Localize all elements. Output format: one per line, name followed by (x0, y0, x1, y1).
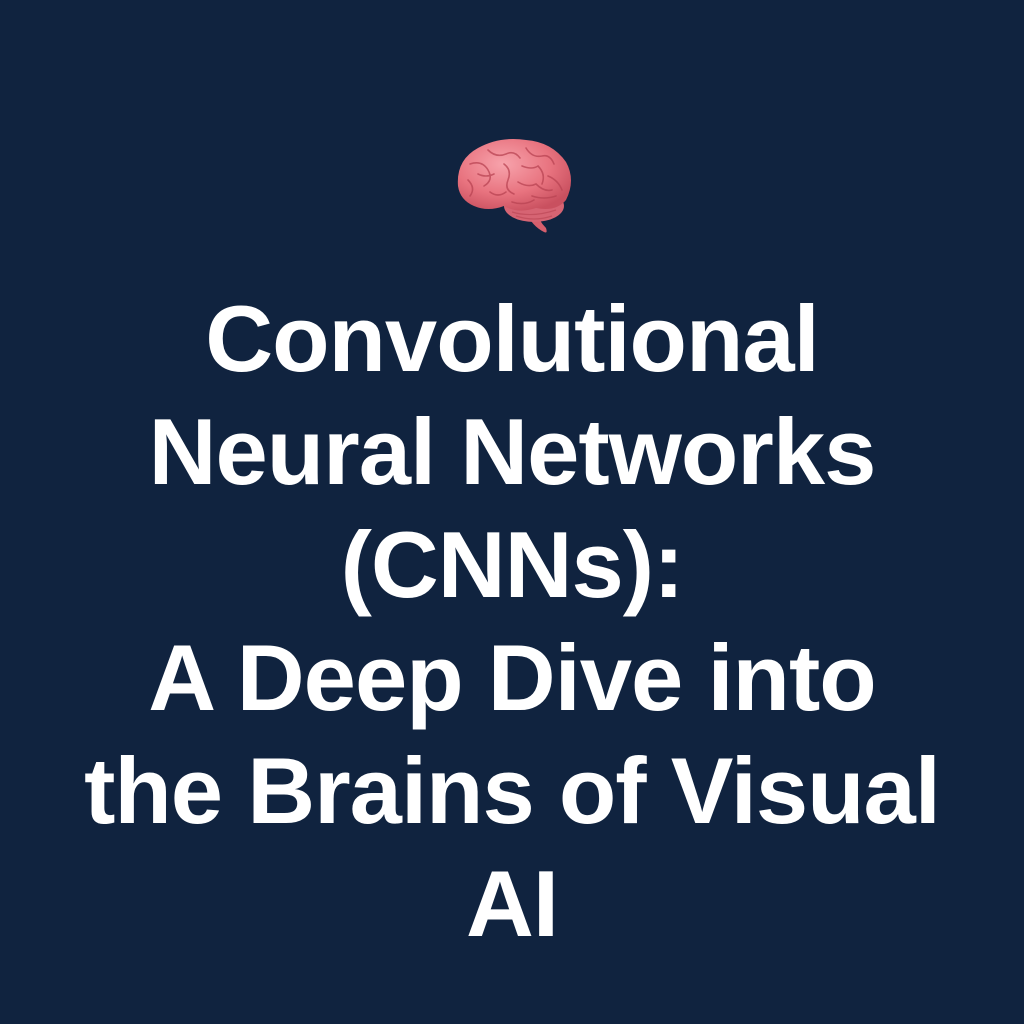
title-line-4: A Deep Dive into (148, 625, 876, 730)
title-line-6: AI (466, 851, 559, 956)
title-line-5: the Brains of Visual (84, 738, 941, 843)
title-line-2: Neural Networks (148, 399, 877, 504)
title-line-1: Convolutional (205, 286, 820, 391)
page-title: Convolutional Neural Networks (CNNs): A … (0, 282, 1024, 960)
title-line-3: (CNNs): (340, 512, 685, 617)
brain-icon (448, 134, 576, 238)
